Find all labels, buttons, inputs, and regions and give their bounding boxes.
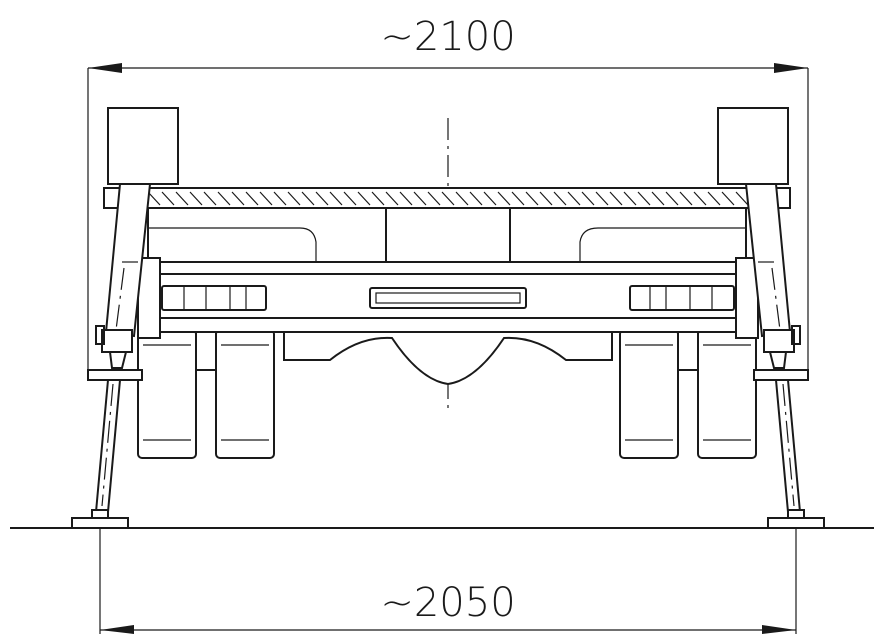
deck-hatch-line [203,191,217,206]
deck-hatch-line [637,191,651,206]
deck-hatch-line [217,191,231,206]
deck-hatch-line [371,191,385,206]
deck-hatch-line [525,191,539,206]
deck-hatch-line [609,191,623,206]
deck-hatch-line [441,191,455,206]
wheels [137,329,757,459]
deck-hatch-line [693,191,707,206]
deck-hatch-line [735,191,749,206]
right-outrigger [717,107,825,634]
deck-hatch-line [581,191,595,206]
deck [103,187,791,209]
deck-hatch-line [553,191,567,206]
deck-hatch-line [413,191,427,206]
deck-hatch-line [539,191,553,206]
deck-hatch-line [329,191,343,206]
deck-hatch-line [483,191,497,206]
deck-hatch-line [175,191,189,206]
deck-hatch-line [147,191,161,206]
deck-hatch-line [315,191,329,206]
deck-hatch-line [231,191,245,206]
deck-hatch-line [567,191,581,206]
deck-hatch-line [259,191,273,206]
deck-hatch-line [651,191,665,206]
deck-hatch-line [399,191,413,206]
left-outrigger [71,107,179,634]
deck-hatch-line [707,191,721,206]
deck-hatch-line [301,191,315,206]
bottom-dimension-label: ~2050 [380,580,515,626]
deck-hatch-line [189,191,203,206]
deck-hatch-line [511,191,525,206]
deck-hatch-line [497,191,511,206]
deck-hatch-line [455,191,469,206]
deck-hatch-line [595,191,609,206]
deck-hatch-line [287,191,301,206]
deck-hatch-line [427,191,441,206]
deck-hatch-line [679,191,693,206]
axle [283,329,613,386]
deck-hatch-line [273,191,287,206]
deck-hatch-line [161,191,175,206]
deck-hatch-line [385,191,399,206]
deck-hatch-line [623,191,637,206]
bottom-dimension: ~2050 [100,580,796,634]
top-dimension: ~2100 [87,14,809,372]
right-outrigger-box [717,107,789,185]
deck-hatch-line [245,191,259,206]
deck-hatch-line [721,191,735,206]
deck-hatch-line [665,191,679,206]
deck-hatch-line [343,191,357,206]
chassis [137,257,759,339]
body [147,207,747,263]
deck-hatch-line [469,191,483,206]
left-outrigger-box [107,107,179,185]
deck-hatch-line [357,191,371,206]
top-dimension-label: ~2100 [380,14,515,60]
